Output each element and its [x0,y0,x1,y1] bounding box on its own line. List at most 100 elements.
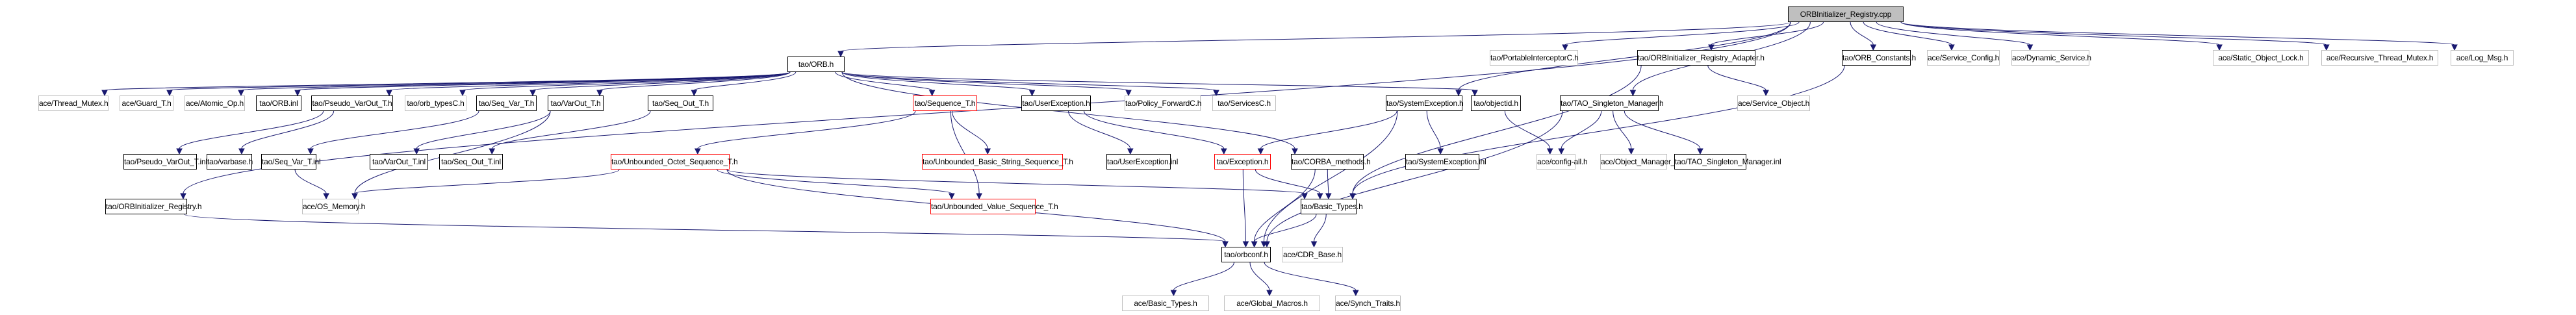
file-node-service-config[interactable]: ace/Service_Config.h [1927,50,2000,66]
arrowhead-icon [413,148,420,155]
file-node-guard-t[interactable]: ace/Guard_T.h [120,95,173,111]
include-edge [462,71,791,91]
arrowhead-icon [1352,290,1359,297]
include-edge [1624,110,1701,149]
file-node-systemexception-inl[interactable]: tao/SystemException.inl [1405,154,1486,170]
include-edge [840,21,1791,52]
arrowhead-icon [691,90,698,97]
file-node-os-memory[interactable]: ace/OS_Memory.h [302,199,365,214]
include-edge [532,71,791,91]
file-node-global-macros[interactable]: ace/Global_Macros.h [1224,296,1320,311]
include-edge [841,71,1129,91]
include-edge [950,110,980,194]
file-node-tao-singleton-inl[interactable]: tao/TAO_Singleton_Manager.inl [1674,154,1781,170]
arrowhead-icon [180,193,186,200]
include-edge [241,110,335,149]
file-node-varout-h[interactable]: tao/VarOut_T.h [548,95,604,111]
include-edge [389,71,791,91]
arrowhead-icon [1558,148,1565,155]
file-node-userexception-inl[interactable]: tao/UserException.inl [1106,154,1178,170]
arrowhead-icon [176,148,183,155]
file-node-portable-ic[interactable]: tao/PortableInterceptorC.h [1490,50,1579,66]
arrowhead-icon [928,90,936,97]
file-node-corba-methods[interactable]: tao/CORBA_methods.h [1291,154,1371,170]
file-node-orbinit-registry-h[interactable]: tao/ORBInitializer_Registry.h [105,199,202,214]
include-edge [1260,110,1397,149]
arrowhead-icon [166,90,173,97]
file-node-dynamic-service[interactable]: ace/Dynamic_Service.h [2011,50,2091,66]
file-node-static-object-lock[interactable]: ace/Static_Object_Lock.h [2213,50,2309,66]
arrowhead-icon [489,148,496,155]
arrowhead-icon [294,90,301,97]
file-node-seq-out-inl[interactable]: tao/Seq_Out_T.inl [439,154,503,170]
arrowhead-icon [1125,90,1132,97]
file-node-atomic-op[interactable]: ace/Atomic_Op.h [185,95,245,111]
file-node-seq-var-h[interactable]: tao/Seq_Var_T.h [476,95,537,111]
include-edge [1863,21,1952,45]
file-node-orbconf[interactable]: tao/orbconf.h [1221,247,1271,262]
file-node-tao-singleton-h[interactable]: tao/TAO_Singleton_Manager.h [1560,95,1664,111]
include-edge [184,214,1226,242]
include-edge [1255,169,1321,194]
include-edge [1352,65,1642,194]
file-node-objectid[interactable]: tao/objectid.h [1471,95,1521,111]
arrowhead-icon [1222,241,1229,248]
file-node-systemexception-h[interactable]: tao/SystemException.h [1386,95,1464,111]
file-node-basic-types-tao[interactable]: tao/Basic_Types.h [1301,199,1363,214]
file-node-policy-forwardc[interactable]: tao/Policy_ForwardC.h [1125,95,1201,111]
arrowhead-icon [1437,148,1444,155]
file-node-orb-typesc[interactable]: tao/orb_typesC.h [405,95,466,111]
include-edge [297,71,791,91]
file-node-recursive-thread-mutex[interactable]: ace/Recursive_Thread_Mutex.h [2321,50,2438,66]
arrowhead-icon [1028,90,1036,97]
arrowhead-icon [1562,44,1568,51]
file-node-cdr-base[interactable]: ace/CDR_Base.h [1282,247,1343,262]
file-node-seq-var-inl[interactable]: tao/Seq_Var_T.inl [261,154,321,170]
file-node-orb-inl[interactable]: tao/ORB.inl [256,95,301,111]
file-node-thread-mutex[interactable]: ace/Thread_Mutex.h [38,95,108,111]
file-node-unbounded-octet[interactable]: tao/Unbounded_Octet_Sequence_T.h [611,154,738,170]
arrowhead-icon [101,90,108,97]
file-node-orb-h[interactable]: tao/ORB.h [787,57,845,72]
include-edge [1263,110,1398,242]
file-node-log-msg[interactable]: ace/Log_Msg.h [2451,50,2514,66]
file-node-varbase[interactable]: tao/varbase.h [207,154,253,170]
file-node-config-all[interactable]: ace/config-all.h [1537,154,1588,170]
arrowhead-icon [351,193,358,200]
file-node-pseudo-varout-inl[interactable]: tao/Pseudo_VarOut_T.inl [123,154,207,170]
root-file-node: ORBInitializer_Registry.cpp [1788,6,1904,22]
include-edge [104,71,791,91]
arrowhead-icon [1127,148,1134,155]
file-node-servicesc[interactable]: tao/ServicesC.h [1212,95,1276,111]
include-edge [1264,262,1357,291]
arrowhead-icon [596,90,603,97]
include-edge [1327,169,1329,194]
arrowhead-icon [1870,44,1877,51]
file-node-orb-constants[interactable]: tao/ORB_Constants.h [1842,50,1916,66]
file-node-userexception-h[interactable]: tao/UserException.h [1021,95,1091,111]
include-edge [1352,65,1845,194]
file-node-service-object[interactable]: ace/Service_Object.h [1737,95,1810,111]
arrowhead-icon [1310,241,1318,248]
include-edge [1068,110,1131,149]
arrowhead-icon [1629,90,1637,97]
file-node-varout-inl[interactable]: tao/VarOut_T.inl [370,154,428,170]
include-edge [841,71,1217,91]
file-node-object-manager-base[interactable]: ace/Object_Manager_Base.h [1600,154,1699,170]
file-node-sequence-t[interactable]: tao/Sequence_T.h [913,95,977,111]
file-node-unbounded-basic-string[interactable]: tao/Unbounded_Basic_String_Sequence_T.h [922,154,1073,170]
file-node-basic-types-ace[interactable]: ace/Basic_Types.h [1122,296,1209,311]
file-node-synch-traits[interactable]: ace/Synch_Traits.h [1335,296,1401,311]
arrowhead-icon [1546,148,1553,155]
arrowhead-icon [2451,44,2458,51]
arrowhead-icon [1349,193,1356,200]
include-edge [294,169,327,194]
file-node-seq-out-h[interactable]: tao/Seq_Out_T.h [648,95,713,111]
file-node-orbinit-adapter[interactable]: tao/ORBInitializer_Registry_Adapter.h [1637,50,1765,66]
include-edge [1850,21,1874,45]
arrowhead-icon [323,193,329,200]
file-node-pseudo-varout-h[interactable]: tao/Pseudo_VarOut_T.h [311,95,393,111]
file-node-unbounded-value[interactable]: tao/Unbounded_Value_Sequence_T.h [930,199,1058,214]
file-node-exception-h[interactable]: tao/Exception.h [1214,154,1271,170]
include-edge [841,71,1475,91]
